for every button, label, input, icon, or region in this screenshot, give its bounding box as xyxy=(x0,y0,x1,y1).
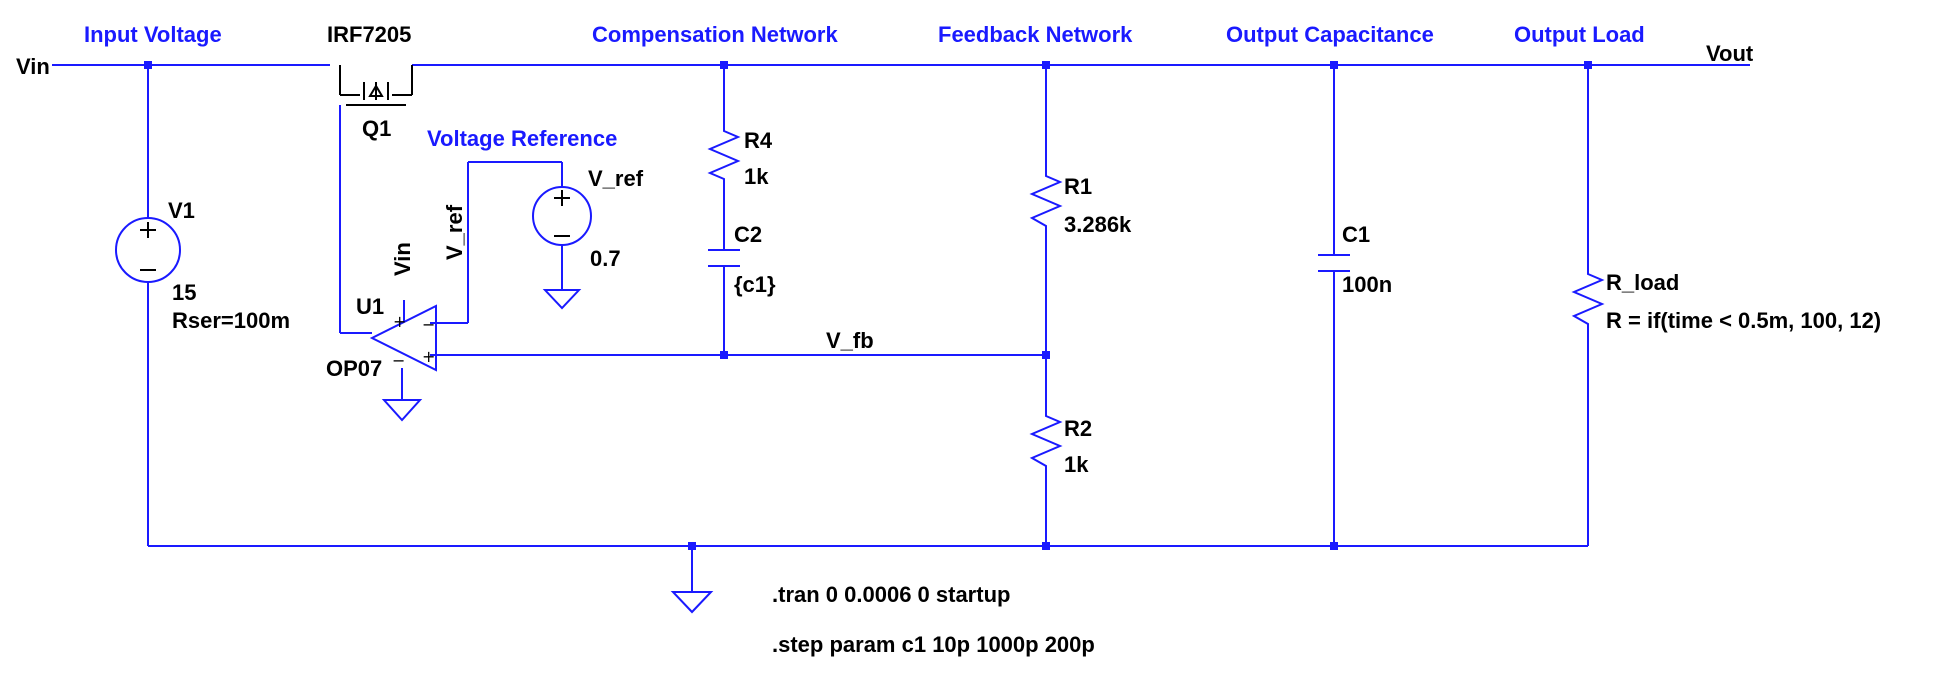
section-label-compensation: Compensation Network xyxy=(592,22,838,47)
wires xyxy=(52,64,1750,592)
junctions xyxy=(144,61,1592,550)
r4-value-label: 1k xyxy=(744,164,769,189)
vref-name-label: V_ref xyxy=(588,166,644,191)
junction-dot xyxy=(720,351,728,359)
section-label-output-capacitance: Output Capacitance xyxy=(1226,22,1434,47)
r1-value-label: 3.286k xyxy=(1064,212,1132,237)
net-label-vout: Vout xyxy=(1706,41,1754,66)
u1-name-label: U1 xyxy=(356,294,384,319)
spice-directive-step[interactable]: .step param c1 10p 1000p 200p xyxy=(772,632,1095,657)
junction-dot xyxy=(688,542,696,550)
u1-noninv-plus-sign: + xyxy=(422,347,435,366)
vref-source-circle xyxy=(532,186,592,246)
v1-value-label: 15 xyxy=(172,280,196,305)
c2-capacitor-symbol[interactable] xyxy=(708,249,740,267)
junction-dot xyxy=(1330,542,1338,550)
u1-inv-minus-sign: − xyxy=(422,315,435,334)
r1-resistor-symbol[interactable] xyxy=(1029,170,1063,232)
c1-capacitor-symbol[interactable] xyxy=(1318,254,1350,272)
c1-value-label: 100n xyxy=(1342,272,1392,297)
net-label-vref-wire: V_ref xyxy=(442,204,467,260)
c1-name-label: C1 xyxy=(1342,222,1370,247)
junction-dot xyxy=(1330,61,1338,69)
v1-name-label: V1 xyxy=(168,198,195,223)
junction-dot xyxy=(1042,61,1050,69)
q1-body-arrow xyxy=(368,84,384,97)
u1-supply-minus-sign: − xyxy=(392,351,405,370)
c2-value-label: {c1} xyxy=(734,272,776,297)
r2-value-label: 1k xyxy=(1064,452,1089,477)
r4-resistor-symbol[interactable] xyxy=(707,125,741,185)
ground-icon xyxy=(670,591,714,614)
net-label-vfb: V_fb xyxy=(826,328,874,353)
r1-name-label: R1 xyxy=(1064,174,1092,199)
v1-source-symbol[interactable] xyxy=(115,217,181,283)
junction-dot xyxy=(1042,351,1050,359)
r4-name-label: R4 xyxy=(744,128,773,153)
c2-name-label: C2 xyxy=(734,222,762,247)
spice-directive-tran[interactable]: .tran 0 0.0006 0 startup xyxy=(772,582,1010,607)
q1-model-label: IRF7205 xyxy=(327,22,411,47)
section-label-feedback: Feedback Network xyxy=(938,22,1133,47)
junction-dot xyxy=(720,61,728,69)
vref-value-label: 0.7 xyxy=(590,246,621,271)
section-label-voltage-reference: Voltage Reference xyxy=(427,126,617,151)
q1-mosfet-symbol[interactable] xyxy=(339,65,413,106)
r-load-name-label: R_load xyxy=(1606,270,1679,295)
u1-model-label: OP07 xyxy=(326,356,382,381)
net-label-vin: Vin xyxy=(16,54,50,79)
u1-opamp-symbol[interactable]: + − + − xyxy=(369,300,437,372)
r2-resistor-symbol[interactable] xyxy=(1029,410,1063,472)
u1-supply-plus-sign: + xyxy=(393,312,406,331)
vref-source-symbol[interactable] xyxy=(532,186,592,246)
junction-dot xyxy=(144,61,152,69)
net-label-opamp-vin: Vin xyxy=(390,242,415,276)
ground-icon xyxy=(542,289,582,310)
section-label-input-voltage: Input Voltage xyxy=(84,22,222,47)
r-load-resistor-symbol[interactable] xyxy=(1571,268,1605,330)
junction-dot xyxy=(1042,542,1050,550)
r2-name-label: R2 xyxy=(1064,416,1092,441)
v1-rser-label: Rser=100m xyxy=(172,308,290,333)
junction-dot xyxy=(1584,61,1592,69)
ground-icon xyxy=(381,399,423,422)
v1-source-circle xyxy=(115,217,181,283)
r-load-value-label: R = if(time < 0.5m, 100, 12) xyxy=(1606,308,1881,333)
section-label-output-load: Output Load xyxy=(1514,22,1645,47)
q1-name-label: Q1 xyxy=(362,116,391,141)
